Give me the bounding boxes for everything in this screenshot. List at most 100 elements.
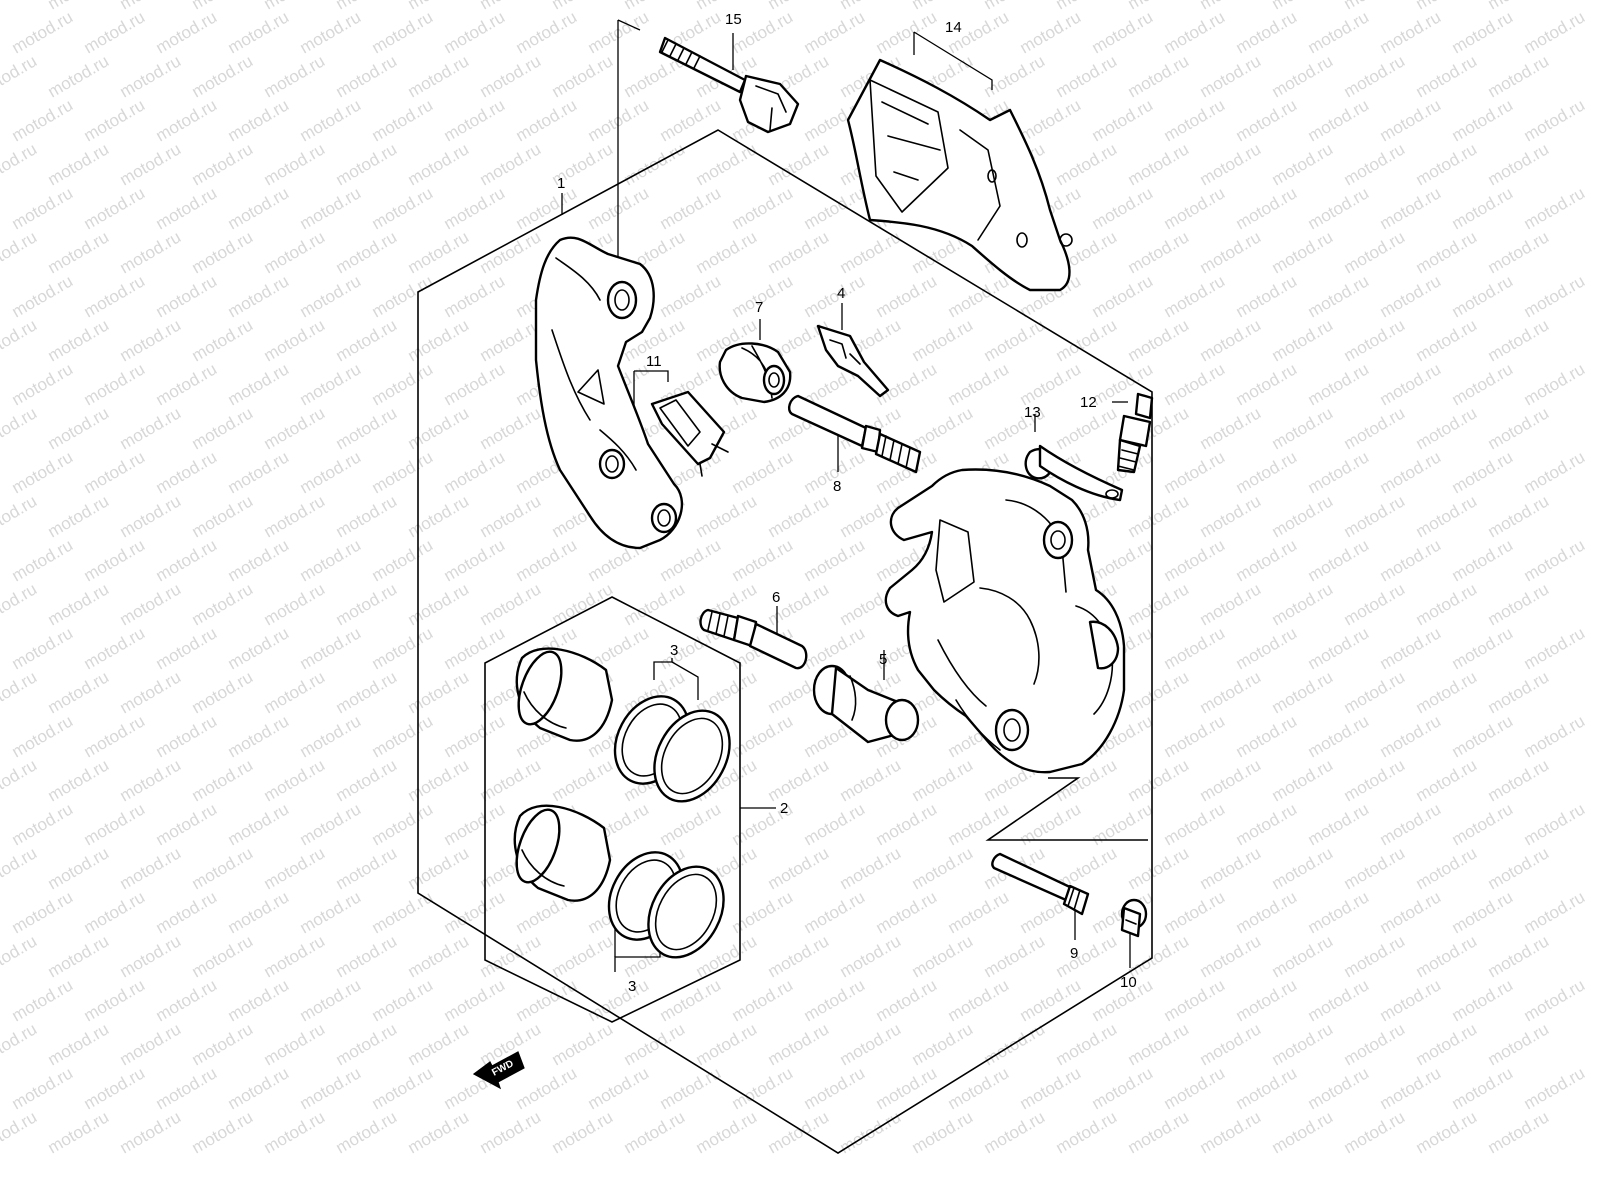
watermark-text: motod.ru: [369, 271, 437, 321]
watermark-text: motod.ru: [153, 799, 221, 849]
watermark-text: motod.ru: [1233, 623, 1301, 673]
watermark-text: motod.ru: [1485, 931, 1553, 981]
watermark-text: motod.ru: [405, 755, 473, 805]
callout-3-upper: 3: [670, 642, 678, 659]
watermark-text: motod.ru: [1161, 7, 1229, 57]
callout-10: 10: [1120, 974, 1137, 991]
watermark-text: motod.ru: [369, 887, 437, 937]
watermark-text: motod.ru: [9, 1063, 77, 1113]
watermark-text: motod.ru: [1017, 359, 1085, 409]
watermark-text: motod.ru: [477, 931, 545, 981]
watermark-text: motod.ru: [225, 7, 293, 57]
watermark-text: motod.ru: [189, 931, 257, 981]
watermark-text: motod.ru: [1089, 535, 1157, 585]
watermark-text: motod.ru: [765, 1107, 833, 1157]
watermark-text: motod.ru: [333, 227, 401, 277]
watermark-text: motod.ru: [1377, 887, 1445, 937]
watermark-text: motod.ru: [549, 51, 617, 101]
watermark-text: motod.ru: [801, 887, 869, 937]
watermark-text: motod.ru: [153, 183, 221, 233]
watermark-text: motod.ru: [261, 139, 329, 189]
watermark-text: motod.ru: [0, 0, 40, 13]
watermark-text: motod.ru: [873, 799, 941, 849]
callout-labels: 1 2 3 3 4 5 6 7 8 9 10 11 12 13 14 15: [557, 11, 1137, 995]
watermark-text: motod.ru: [1125, 843, 1193, 893]
watermark-text: motod.ru: [801, 271, 869, 321]
watermark-text: motod.ru: [1233, 95, 1301, 145]
watermark-text: motod.ru: [9, 7, 77, 57]
watermark-text: motod.ru: [1341, 667, 1409, 717]
watermark-text: motod.ru: [1125, 0, 1193, 13]
watermark-text: motod.ru: [117, 579, 185, 629]
watermark-text: motod.ru: [801, 7, 869, 57]
watermark-text: motod.ru: [1341, 139, 1409, 189]
watermark-text: motod.ru: [81, 359, 149, 409]
watermark-text: motod.ru: [1125, 139, 1193, 189]
watermark-text: motod.ru: [297, 183, 365, 233]
callout-14: 14: [945, 19, 962, 36]
watermark-text: motod.ru: [333, 755, 401, 805]
watermark-text: motod.ru: [297, 975, 365, 1025]
watermark-text: motod.ru: [693, 139, 761, 189]
watermark-text: motod.ru: [1125, 667, 1193, 717]
callout-7: 7: [755, 299, 763, 316]
watermark-text: motod.ru: [945, 799, 1013, 849]
watermark-text: motod.ru: [297, 623, 365, 673]
watermark-text: motod.ru: [1017, 7, 1085, 57]
watermark-text: motod.ru: [1413, 491, 1481, 541]
watermark-text: motod.ru: [513, 183, 581, 233]
watermark-text: motod.ru: [1233, 711, 1301, 761]
watermark-text: motod.ru: [369, 975, 437, 1025]
watermark-text: motod.ru: [369, 535, 437, 585]
watermark-text: motod.ru: [405, 315, 473, 365]
watermark-text: motod.ru: [1089, 271, 1157, 321]
watermark-text: motod.ru: [1377, 623, 1445, 673]
watermark-text: motod.ru: [225, 623, 293, 673]
watermark-text: motod.ru: [81, 799, 149, 849]
watermark-text: motod.ru: [1413, 315, 1481, 365]
watermark-text: motod.ru: [1197, 1019, 1265, 1069]
watermark-text: motod.ru: [693, 227, 761, 277]
watermark-text: motod.ru: [1341, 1019, 1409, 1069]
watermark-text: motod.ru: [1521, 975, 1589, 1025]
watermark-text: motod.ru: [297, 535, 365, 585]
watermark-text: motod.ru: [909, 1107, 977, 1157]
watermark-text: motod.ru: [333, 403, 401, 453]
watermark-text: motod.ru: [1521, 711, 1589, 761]
watermark-text: motod.ru: [1485, 491, 1553, 541]
watermark-text: motod.ru: [189, 579, 257, 629]
watermark-text: motod.ru: [1341, 931, 1409, 981]
watermark-text: motod.ru: [801, 975, 869, 1025]
watermark-text: motod.ru: [153, 271, 221, 321]
watermark-text: motod.ru: [1089, 799, 1157, 849]
watermark-text: motod.ru: [981, 931, 1049, 981]
watermark-text: motod.ru: [405, 1019, 473, 1069]
watermark-text: motod.ru: [9, 887, 77, 937]
watermark-text: motod.ru: [1233, 799, 1301, 849]
watermark-text: motod.ru: [333, 51, 401, 101]
part-2-pistons: [513, 647, 614, 902]
watermark-text: motod.ru: [549, 1019, 617, 1069]
watermark-text: motod.ru: [1521, 447, 1589, 497]
watermark-text: motod.ru: [873, 975, 941, 1025]
watermark-text: motod.ru: [1197, 579, 1265, 629]
watermark-text: motod.ru: [909, 931, 977, 981]
watermark-text: motod.ru: [1449, 799, 1517, 849]
watermark-text: motod.ru: [729, 535, 797, 585]
watermark-text: motod.ru: [45, 227, 113, 277]
watermark-text: motod.ru: [1125, 579, 1193, 629]
watermark-text: motod.ru: [765, 227, 833, 277]
watermark-text: motod.ru: [477, 51, 545, 101]
watermark-text: motod.ru: [1377, 7, 1445, 57]
watermark-text: motod.ru: [0, 315, 40, 365]
watermark-text: motod.ru: [1341, 1107, 1409, 1157]
watermark-text: motod.ru: [81, 95, 149, 145]
watermark-text: motod.ru: [441, 711, 509, 761]
watermark-text: motod.ru: [81, 183, 149, 233]
watermark-text: motod.ru: [1233, 359, 1301, 409]
callout-11: 11: [646, 353, 662, 370]
watermark-text: motod.ru: [945, 359, 1013, 409]
watermark-text: motod.ru: [1485, 843, 1553, 893]
watermark-text: motod.ru: [1305, 7, 1373, 57]
